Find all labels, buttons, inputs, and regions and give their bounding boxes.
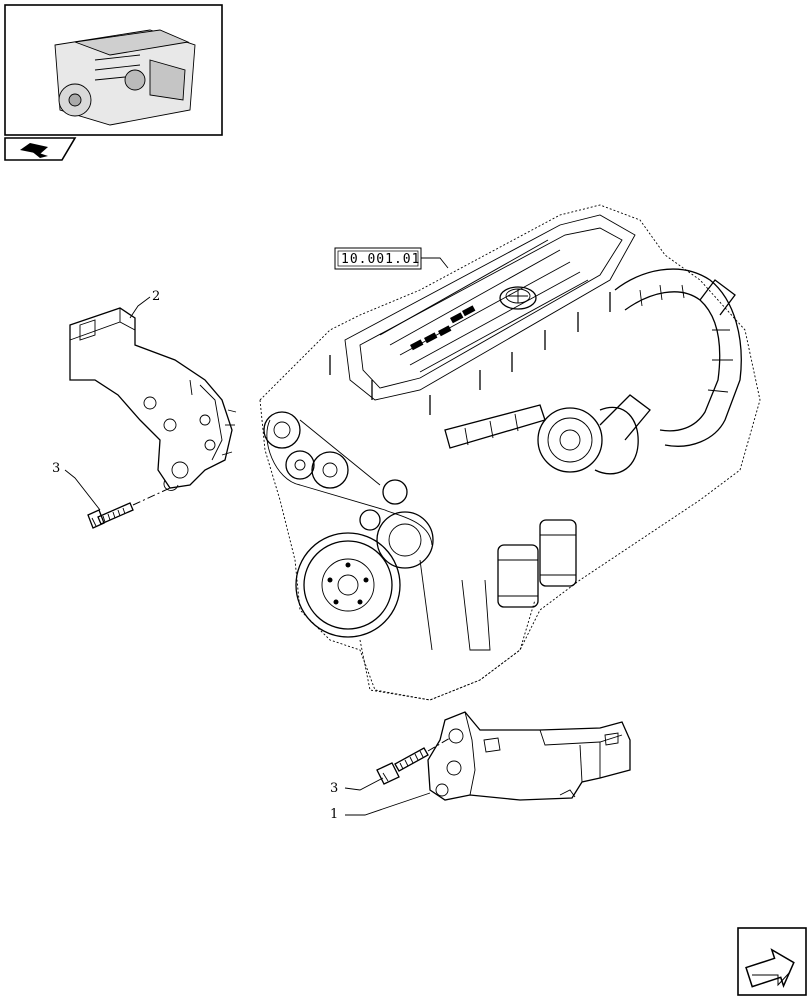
callout-3-upper: 3 xyxy=(52,461,101,511)
book-arrow-icon[interactable] xyxy=(4,137,77,161)
part-3-bolt-lower xyxy=(376,737,451,785)
turbocharger xyxy=(537,394,651,475)
reference-label[interactable]: 10.001.01 xyxy=(334,247,449,270)
crankshaft-damper xyxy=(295,532,401,638)
reference-text: 10.001.01 xyxy=(341,252,420,267)
callout-3-lower-label: 3 xyxy=(330,781,338,796)
callout-3-upper-label: 3 xyxy=(52,461,60,476)
oil-filters xyxy=(497,519,577,608)
engine-thumbnail-icon[interactable] xyxy=(4,4,223,136)
part-2-bracket xyxy=(69,307,237,491)
part-1-bracket xyxy=(427,711,631,801)
callout-1-label: 1 xyxy=(330,807,338,822)
next-page-arrow-icon[interactable] xyxy=(737,927,807,996)
callout-2: 2 xyxy=(129,289,160,319)
callout-2-label: 2 xyxy=(152,289,160,304)
front-pulleys xyxy=(263,411,434,569)
engine-assembly xyxy=(259,204,761,701)
callout-1: 1 xyxy=(330,792,431,822)
part-3-bolt-upper xyxy=(87,487,171,529)
callout-3-lower: 3 xyxy=(330,777,384,796)
